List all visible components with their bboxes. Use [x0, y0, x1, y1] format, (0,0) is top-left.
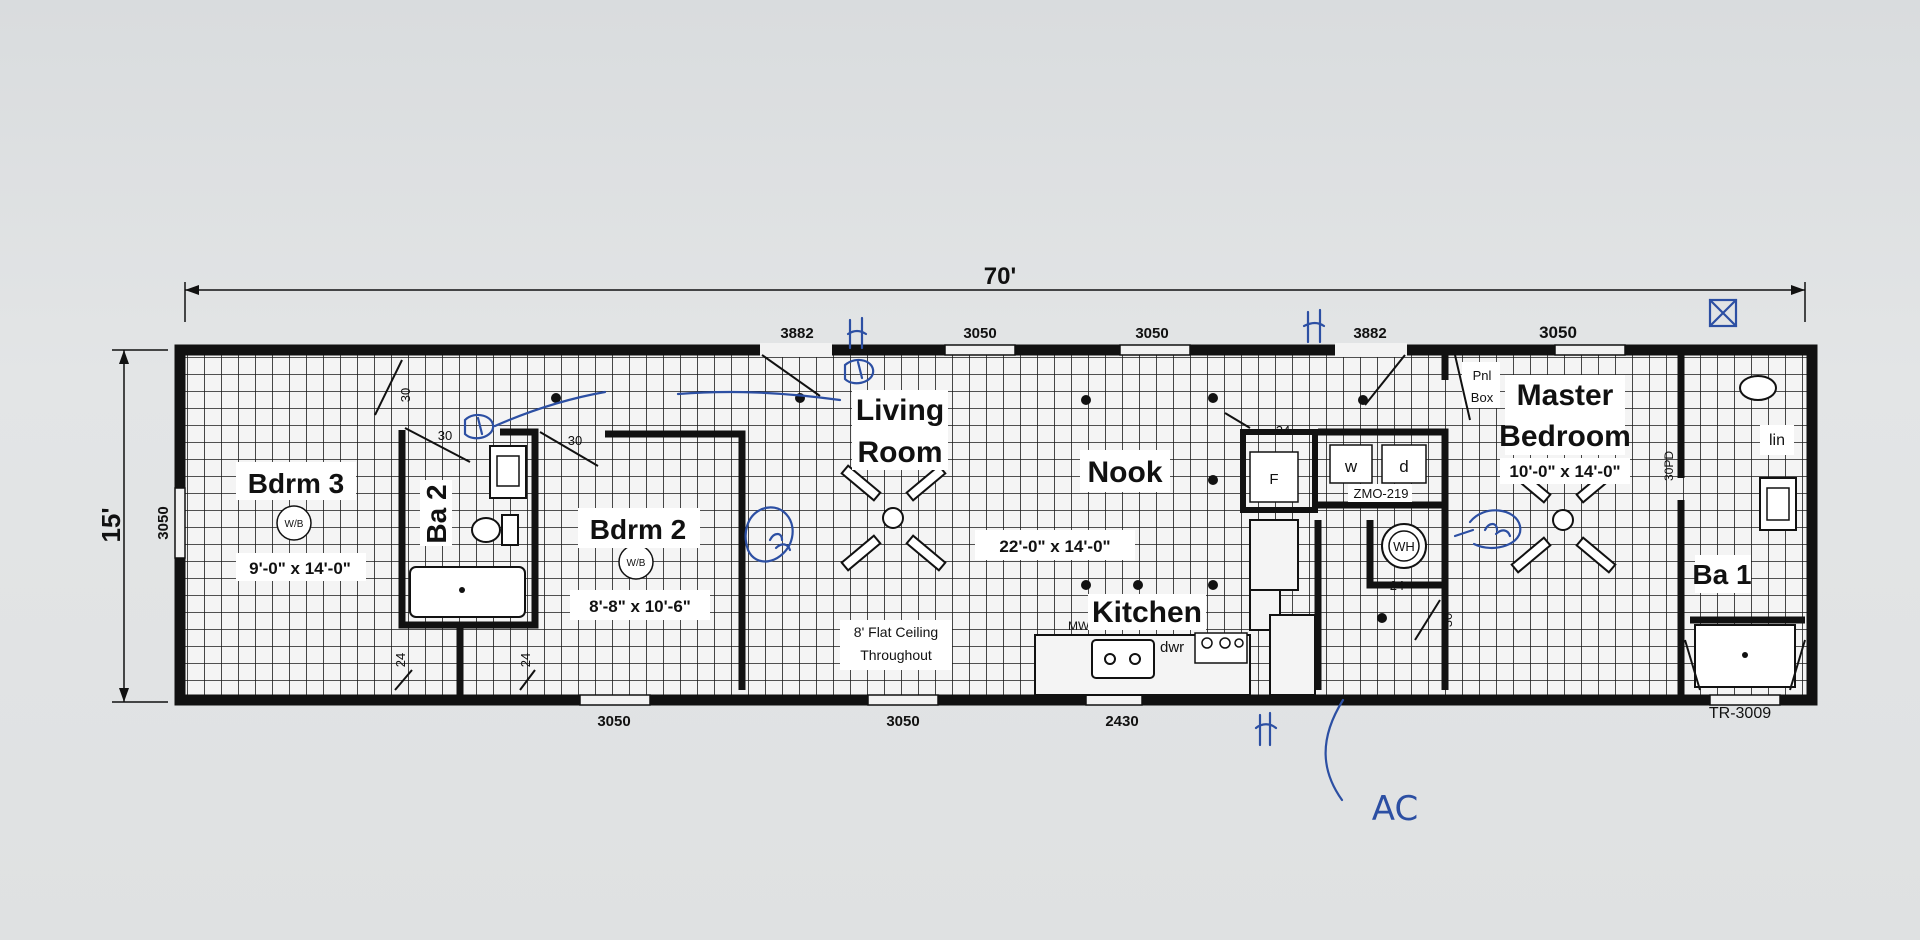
pen-annotations: AC: [463, 298, 1738, 829]
window-label-top-2: 3050: [963, 325, 996, 342]
window-label-left: 3050: [155, 506, 172, 539]
window-label-top-3: 3050: [1135, 325, 1168, 342]
room-labels: Bdrm 3 9'-0" x 14'-0" Ba 2 Bdrm 2 8'-8" …: [236, 375, 1752, 670]
fridge-door-label: 24: [1276, 423, 1290, 438]
overall-length-label: 70': [984, 263, 1016, 290]
door-30-utility: 30: [1440, 613, 1455, 627]
ac-annotation: AC: [1372, 789, 1418, 829]
ba1-fixtures: [1694, 375, 1797, 688]
ceiling-fan-living: [840, 464, 947, 572]
model-number: TR-3009: [1709, 705, 1771, 722]
ba2-fixtures: [409, 445, 527, 618]
panel-label: Pnl: [1473, 368, 1492, 383]
master-name-2: Bedroom: [1499, 420, 1631, 453]
linen-label: lin: [1769, 432, 1785, 449]
ceiling-note-1: 8' Flat Ceiling: [854, 624, 938, 640]
window-label-top-5: 3050: [1539, 323, 1577, 342]
wb-symbol-bdrm2: W/B: [618, 544, 654, 580]
living-name-1: Living: [856, 394, 944, 427]
door-30-bdrm3: 30: [398, 388, 413, 402]
window-label-top-1: 3882: [780, 325, 813, 342]
range: [1194, 632, 1248, 664]
water-heater-label: WH: [1393, 539, 1415, 554]
washer-label: w: [1344, 457, 1358, 476]
water-heater: [1381, 523, 1427, 569]
microwave-label: MW: [1068, 619, 1090, 633]
kitchen-sink: [1091, 639, 1155, 679]
window-label-top-4: 3882: [1353, 325, 1386, 342]
svg-text:W/B: W/B: [627, 558, 646, 569]
interior-walls: [398, 355, 1805, 695]
windows: [174, 344, 1781, 706]
overall-width-dimension: 15': [96, 349, 168, 703]
door-30-ba2: 30: [438, 428, 452, 443]
svg-text:W/B: W/B: [285, 519, 304, 530]
living-name-2: Room: [858, 436, 943, 469]
window-label-bottom-2: 3050: [886, 713, 919, 730]
wh-door-label: 24: [1390, 578, 1404, 593]
washer-dryer: [1329, 444, 1427, 484]
overall-length-dimension: 70': [184, 263, 1806, 322]
ba2-name: Ba 2: [421, 484, 452, 543]
door-24-closet-1: 24: [393, 653, 408, 667]
master-name-1: Master: [1517, 379, 1614, 412]
fridge-label: F: [1269, 471, 1278, 488]
window-label-bottom-3: 2430: [1105, 713, 1138, 730]
dryer-label: d: [1399, 457, 1408, 476]
exterior-doors: [760, 343, 1407, 357]
model-zmo-label: ZMO-219: [1354, 486, 1409, 501]
dishwasher-label: dwr: [1160, 639, 1184, 656]
overall-width-label: 15': [96, 507, 126, 542]
panel-box-label: Box: [1471, 390, 1494, 405]
wb-symbol-bdrm3: W/B: [276, 505, 312, 541]
bdrm2-name: Bdrm 2: [590, 514, 686, 545]
door-swings: [374, 354, 1806, 691]
kitchen-name: Kitchen: [1092, 596, 1202, 629]
bdrm2-size: 8'-8" x 10'-6": [589, 597, 691, 616]
ba1-name: Ba 1: [1692, 559, 1751, 590]
nook-name: Nook: [1088, 456, 1163, 489]
bdrm3-name: Bdrm 3: [248, 468, 344, 499]
door-30pd-bath: 30PD: [1662, 451, 1676, 481]
bdrm3-size: 9'-0" x 14'-0": [249, 559, 351, 578]
master-size: 10'-0" x 14'-0": [1509, 462, 1620, 481]
nook-size: 22'-0" x 14'-0": [999, 537, 1110, 556]
ceiling-note-2: Throughout: [860, 647, 932, 663]
door-30-bdrm2: 30: [568, 433, 582, 448]
door-24-closet-2: 24: [518, 653, 533, 667]
window-label-bottom-1: 3050: [597, 713, 630, 730]
